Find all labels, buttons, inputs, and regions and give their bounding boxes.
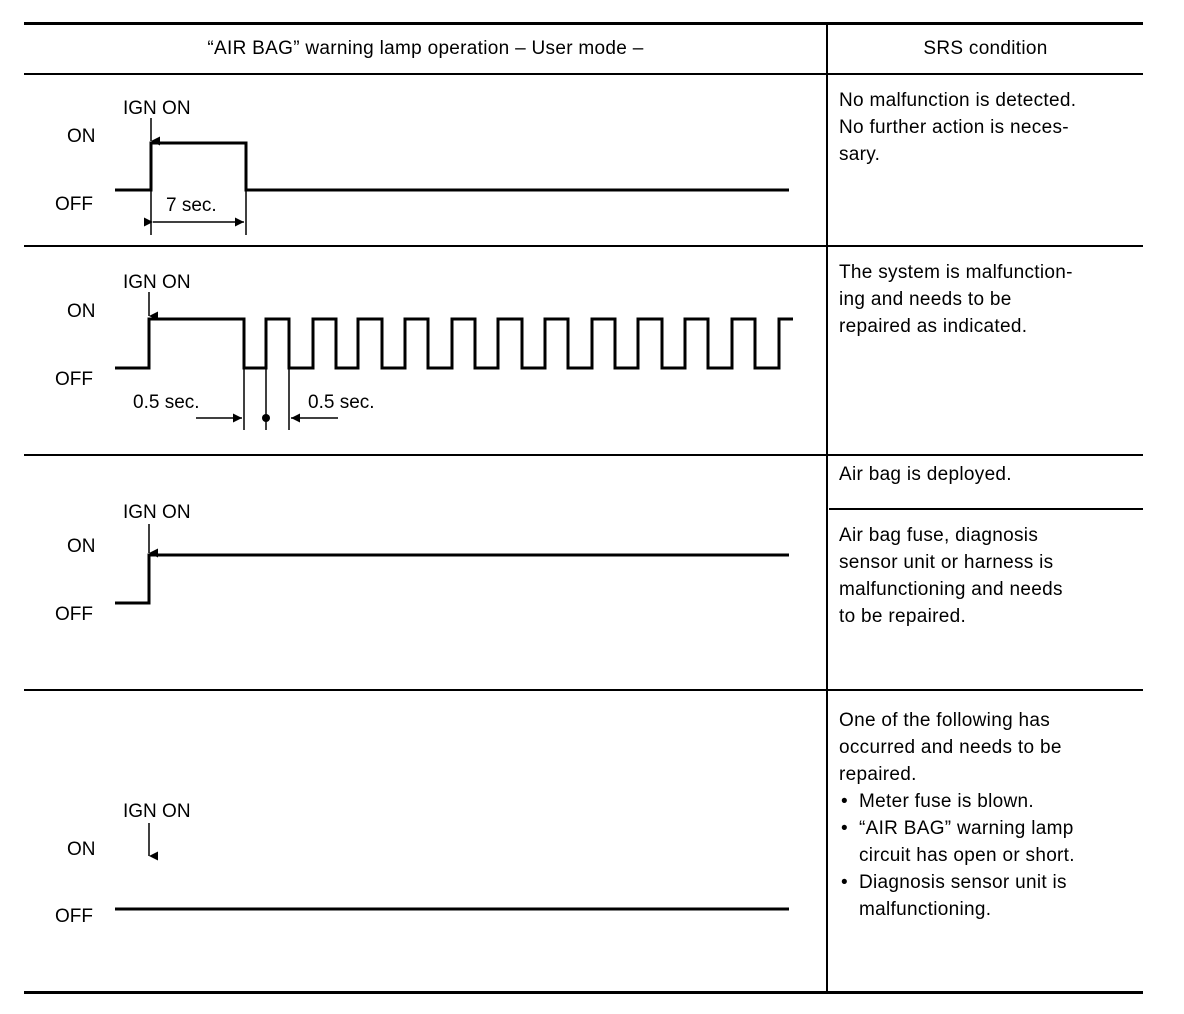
list-item: “AIR BAG” warning lamp circuit has open … — [839, 815, 1129, 869]
header-divider — [24, 73, 1143, 75]
diagram-row-1: IGN ON ON OFF 7 sec. — [55, 98, 789, 235]
diagram-row-4: IGN ON ON OFF — [55, 801, 789, 927]
row-divider-2 — [24, 454, 1143, 456]
list-item: Meter fuse is blown. — [839, 788, 1129, 815]
row-divider-3 — [24, 689, 1143, 691]
list-item: Diagnosis sensor unit is malfunctioning. — [839, 869, 1129, 923]
condition-row-2: The system is malfunction- ing and needs… — [839, 262, 1073, 337]
duration-left-label: 0.5 sec. — [133, 392, 200, 413]
condition-row-3a: Air bag is deployed. — [839, 464, 1012, 485]
ign-on-label: IGN ON — [123, 801, 191, 822]
diagram-row-3: IGN ON ON OFF — [55, 502, 789, 625]
row-divider-1 — [24, 245, 1143, 247]
condition-row-3b: Air bag fuse, diagnosis sensor unit or h… — [839, 525, 1063, 627]
off-label: OFF — [55, 604, 93, 625]
on-label: ON — [67, 126, 96, 147]
diagram-row-2: IGN ON ON OFF 0.5 sec. 0.5 sec. — [55, 272, 793, 430]
lamp-waveform — [115, 553, 789, 605]
off-label: OFF — [55, 906, 93, 927]
ign-on-label: IGN ON — [123, 502, 191, 523]
on-label: ON — [67, 301, 96, 322]
duration-dot — [262, 414, 270, 422]
table-top-rule — [24, 22, 1143, 25]
table-bottom-rule — [24, 991, 1143, 994]
condition-row-4-intro: One of the following has occurred and ne… — [839, 710, 1062, 785]
on-label: ON — [67, 839, 96, 860]
condition-subdivider — [829, 508, 1143, 510]
duration-right-label: 0.5 sec. — [308, 392, 375, 413]
lamp-waveform — [115, 141, 789, 192]
ign-on-label: IGN ON — [123, 98, 191, 119]
column-divider — [826, 24, 828, 993]
on-label: ON — [67, 536, 96, 557]
header-lamp-operation: “AIR BAG” warning lamp operation – User … — [207, 38, 644, 59]
off-label: OFF — [55, 194, 93, 215]
condition-row-4-list: Meter fuse is blown. “AIR BAG” warning l… — [839, 788, 1129, 923]
lamp-waveform — [115, 317, 793, 370]
duration-label: 7 sec. — [166, 195, 217, 216]
off-label: OFF — [55, 369, 93, 390]
header-srs-condition: SRS condition — [923, 38, 1048, 59]
condition-row-1: No malfunction is detected. No further a… — [839, 90, 1077, 165]
ign-on-label: IGN ON — [123, 272, 191, 293]
